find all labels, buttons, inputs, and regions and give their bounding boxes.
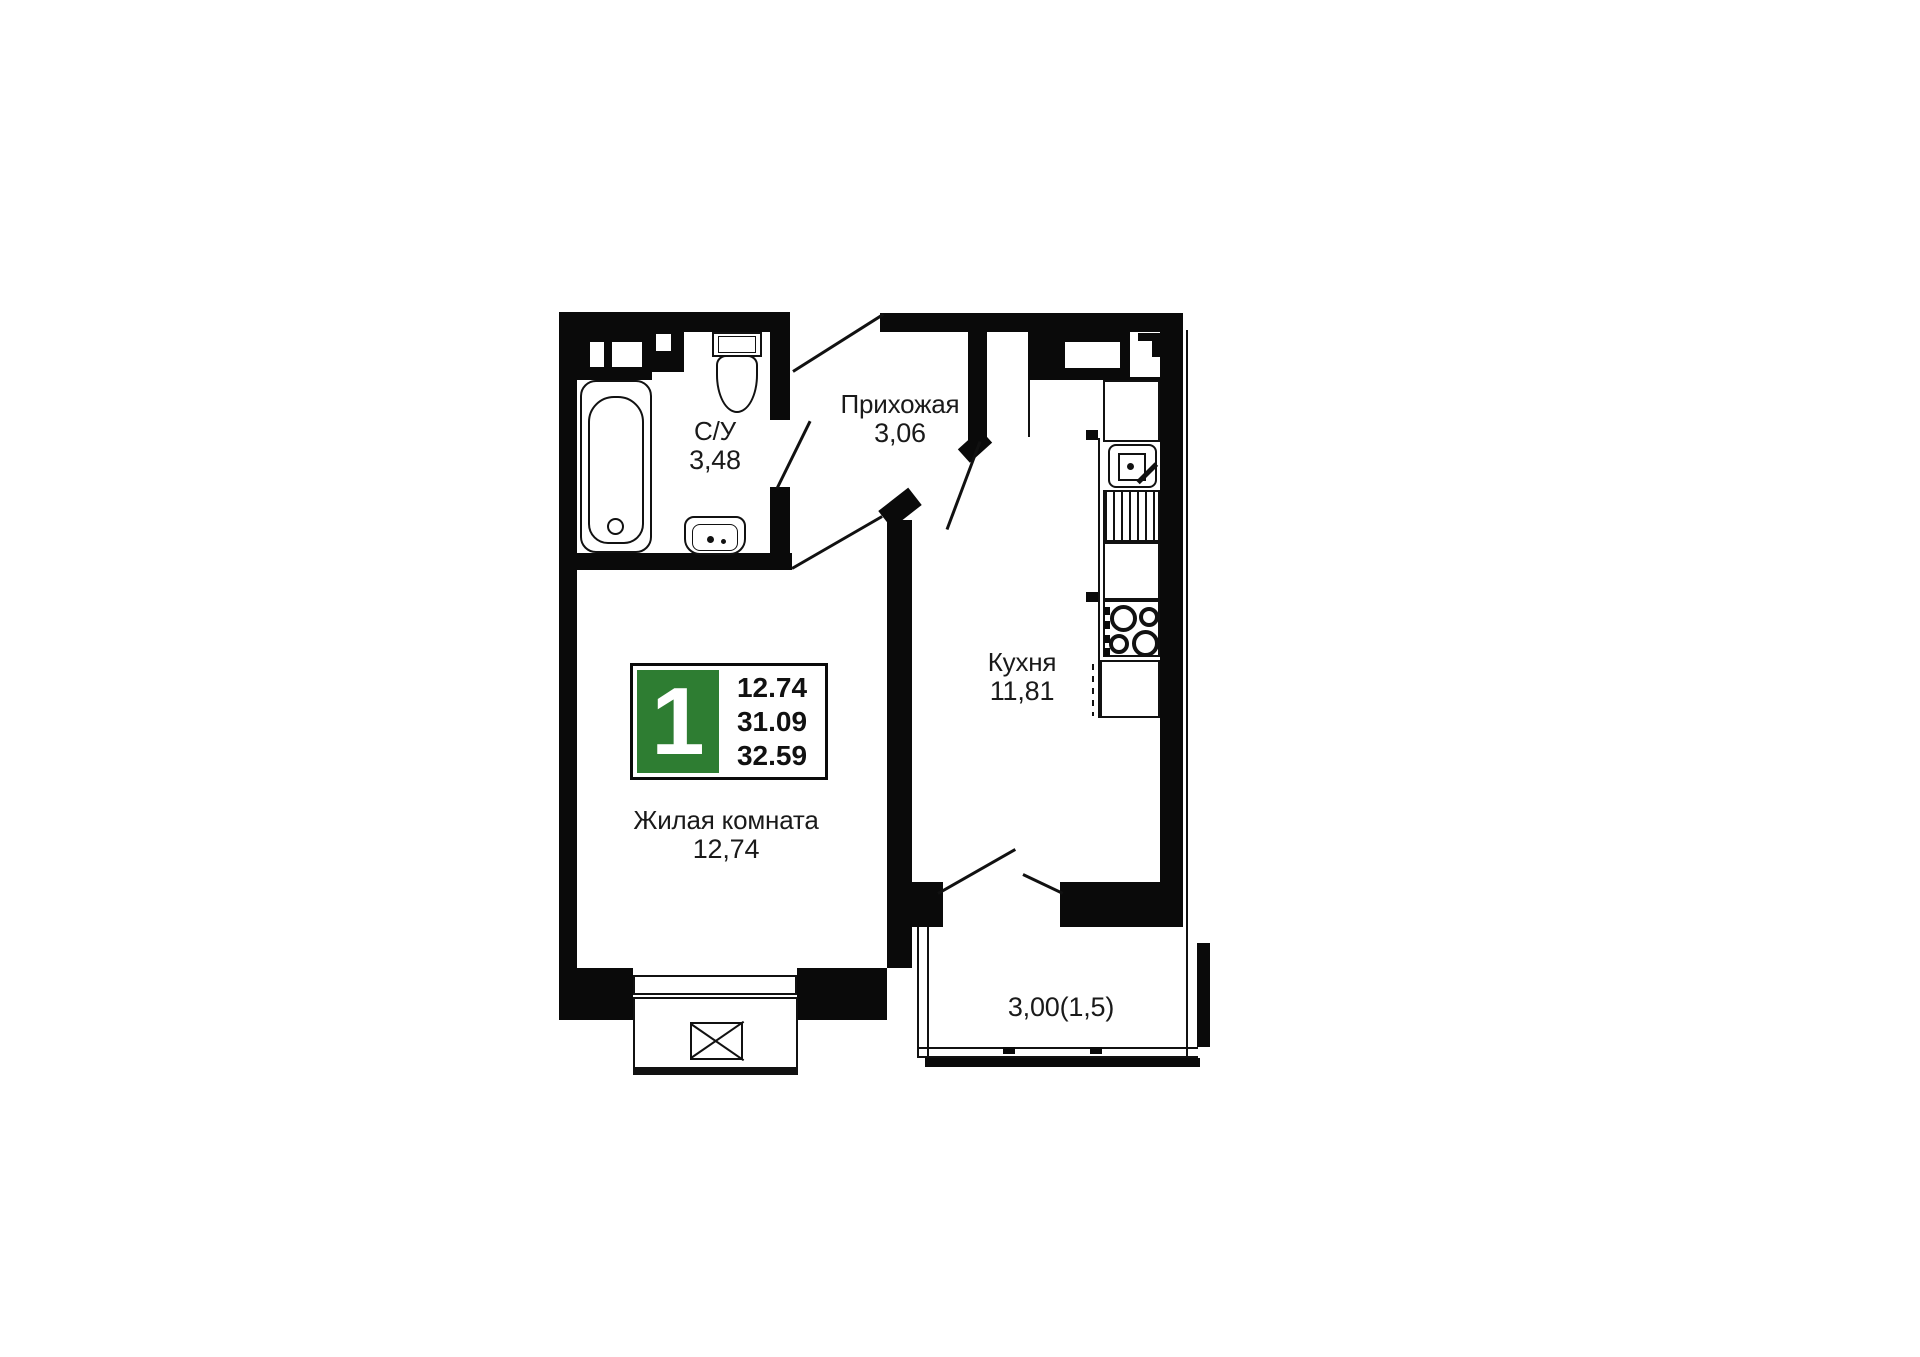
room-label-bathroom: С/У 3,48 [655,417,775,475]
stove-knob-1 [1104,607,1110,615]
bathroom-sink-dot-2 [721,539,726,544]
fridge-icon [1100,660,1160,718]
kitchen-name: Кухня [987,647,1057,677]
bathroom-sink-inner [692,524,738,551]
kitchen-cabinet-2 [1103,542,1160,600]
wall-left [559,312,577,1020]
hallway-area: 3,06 [874,418,926,448]
counter-tick-2 [1086,592,1098,602]
stove-burner-4 [1132,630,1159,657]
room-label-living: Жилая комната 12,74 [596,806,856,864]
kitchen-bottom-wall-right [1060,882,1183,927]
balcony-door-swing-line-b [1022,873,1064,895]
unit-area-total: 32.59 [736,739,808,771]
entrance-door-jamb [779,313,790,341]
wall-top-right [880,313,1183,332]
stove-knob-4 [1104,648,1110,656]
stove-burner-3 [1109,634,1129,654]
bathroom-name: С/У [694,416,736,446]
kitchen-bottom-wall-left [900,882,943,927]
bathroom-wall-right-lower [770,487,790,568]
kitchen-niche-line [1028,380,1030,437]
entrance-door-swing-line [792,313,885,373]
toilet-tank-inner [718,336,756,353]
counter-tick-1 [1086,430,1098,440]
stove-knob-2 [1104,621,1110,629]
kitchen-cabinet-1 [1103,380,1160,442]
stove-knob-3 [1104,635,1110,643]
unit-area-main: 31.09 [736,705,808,737]
unit-type-number: 1 [651,667,705,775]
vent-mark-top [1138,333,1160,341]
room-label-balcony: 3,00(1,5) [961,992,1161,1022]
stove-burner-1 [1110,605,1137,632]
balcony-railing-tick-2 [1090,1047,1102,1054]
counter-edge-line [1098,438,1100,718]
unit-type-badge: 1 [637,668,719,775]
kitchen-area: 11,81 [989,676,1055,706]
vent-mark-side [1152,333,1160,357]
wall-bottom-mid [797,968,887,1020]
room-label-hallway: Прихожая 3,06 [800,390,1000,448]
stove-burner-2 [1139,607,1159,627]
bathroom-sink-dot-1 [707,536,714,543]
balcony-area: 3,00(1,5) [1007,992,1115,1022]
kitchen-drainer [1103,490,1160,542]
bathroom-area: 3,48 [689,445,741,475]
vent-shaft-hole-1 [590,342,604,367]
wall-right-outer-line [1186,330,1188,1058]
room-label-kitchen: Кухня 11,81 [942,648,1102,706]
wall-top-left [559,312,790,332]
bathroom-wall-bottom [577,553,792,570]
balcony-door-swing-line-a [937,848,1017,895]
balcony-bottom-band [925,1058,1200,1067]
balcony-railing-left [917,927,929,1058]
wall-bottom-left [559,968,633,1020]
living-area: 12,74 [692,834,760,864]
living-name: Жилая комната [633,805,819,835]
living-door-swing-line [791,515,883,570]
vent-shaft-hole-3 [656,334,671,351]
bathroom-wall-right-upper [770,332,790,420]
unit-area-living: 12.74 [736,671,808,703]
unit-badge: 1 12.74 31.09 32.59 [630,663,828,780]
hallway-wall-right [968,332,987,440]
toilet-icon [716,355,758,413]
kitchen-window-icon [1065,342,1120,368]
balcony-railing-tick-1 [1003,1047,1015,1054]
balcony-right-bar [1197,943,1210,1047]
unit-areas: 12.74 31.09 32.59 [723,670,821,773]
window-sill [633,975,797,995]
vent-shaft-hole-2 [612,342,642,367]
wall-right [1160,313,1183,882]
kitchen-sink-drain [1127,463,1134,470]
hallway-name: Прихожая [840,389,960,419]
fridge-door-swing [1092,664,1094,716]
balcony-railing-bottom [917,1047,1198,1058]
bathtub-drain [607,518,624,535]
